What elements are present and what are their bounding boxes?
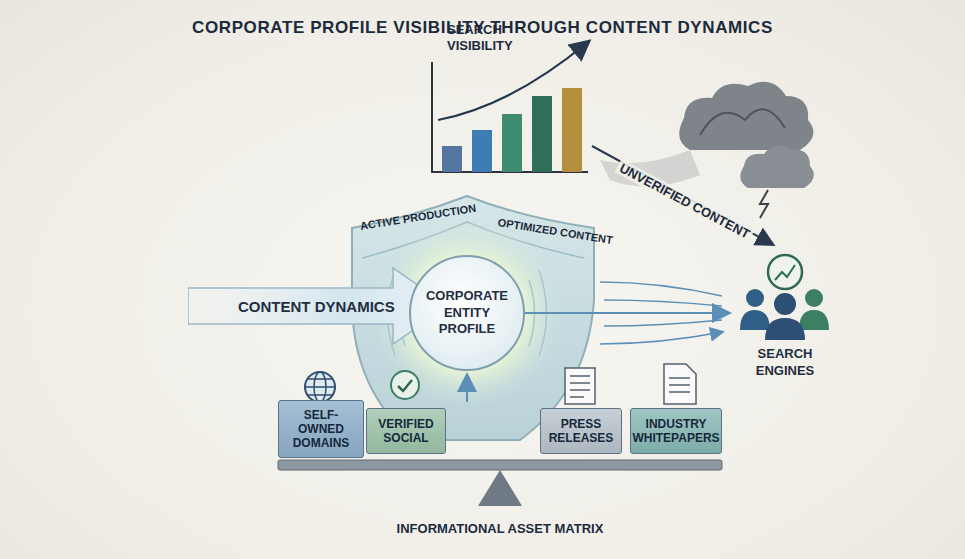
connector bbox=[525, 312, 728, 314]
node-text: SELF-OWNED DOMAINS bbox=[283, 408, 359, 450]
storm-cloud bbox=[600, 82, 814, 218]
node-circle: CORPORATE ENTITY PROFILE bbox=[409, 255, 525, 371]
node-text: INDUSTRY WHITEPAPERS bbox=[632, 417, 719, 445]
node-box: PRESS RELEASES bbox=[540, 408, 622, 454]
bar-chart bbox=[432, 42, 588, 172]
check-badge-icon bbox=[391, 371, 419, 399]
node-text: CORPORATE ENTITY PROFILE bbox=[421, 288, 513, 339]
node-box: VERIFIED SOCIAL bbox=[366, 408, 446, 454]
label-text: INFORMATIONAL ASSET MATRIX bbox=[397, 521, 604, 536]
globe-icon bbox=[305, 372, 335, 402]
node-box: SELF-OWNED DOMAINS bbox=[278, 400, 364, 458]
node-text: VERIFIED SOCIAL bbox=[371, 417, 441, 445]
node-box: INDUSTRY WHITEPAPERS bbox=[630, 408, 722, 454]
node-text: SEARCH ENGINES bbox=[728, 346, 842, 380]
label-text: SEARCH VISIBILITY bbox=[447, 22, 557, 55]
node-text: CONTENT DYNAMICS bbox=[238, 298, 395, 315]
document-icon bbox=[664, 364, 696, 404]
newspaper-icon bbox=[565, 368, 595, 404]
unverified-arrow bbox=[592, 146, 772, 244]
node-icon: SEARCH ENGINES bbox=[728, 252, 842, 380]
node-text: PRESS RELEASES bbox=[545, 417, 617, 445]
scale-beam bbox=[278, 460, 722, 506]
people-icon bbox=[740, 255, 829, 340]
up-arrow bbox=[466, 376, 468, 402]
